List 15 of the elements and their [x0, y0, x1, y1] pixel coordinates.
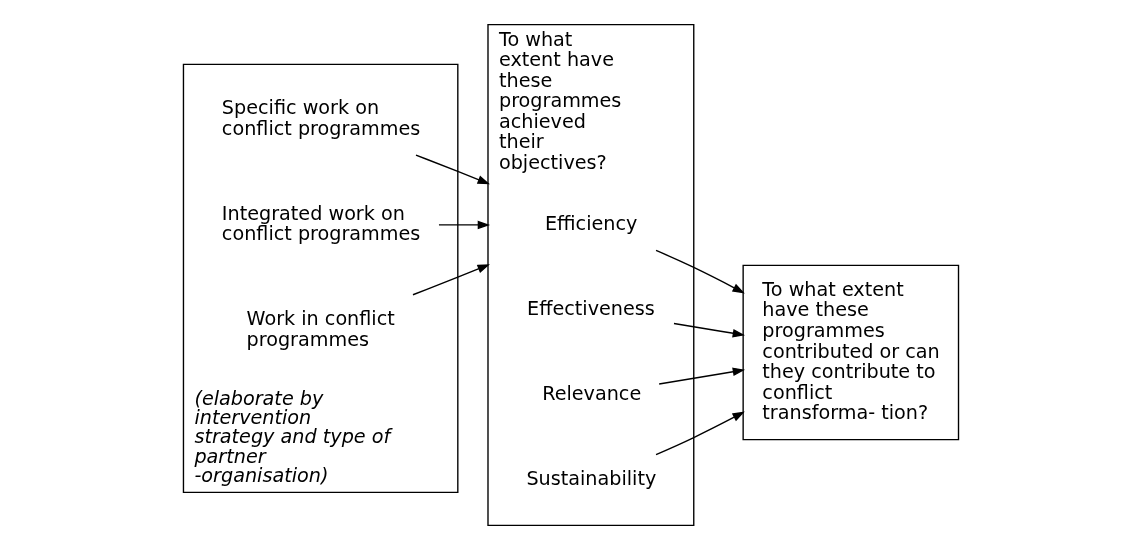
arrow [414, 154, 490, 185]
node-text: Specific work on conflict programmes [221, 96, 420, 140]
node-text: Work in conflict programmes [246, 307, 395, 351]
arrow [654, 411, 745, 456]
node-text: Efficiency [544, 212, 637, 236]
arrow [437, 220, 490, 230]
node-box: To what extent have these programmes contributed or can they contribute to conflict transforma- tion? [741, 264, 959, 441]
arrow [411, 264, 490, 296]
arrow [654, 249, 745, 294]
node-text: Sustainability [525, 467, 656, 491]
arrow [672, 322, 745, 338]
node-text: Relevance [541, 382, 641, 406]
arrow [657, 367, 745, 385]
node-text: Effectiveness [526, 297, 655, 321]
node-text: Integrated work on conflict programmes [221, 201, 420, 246]
